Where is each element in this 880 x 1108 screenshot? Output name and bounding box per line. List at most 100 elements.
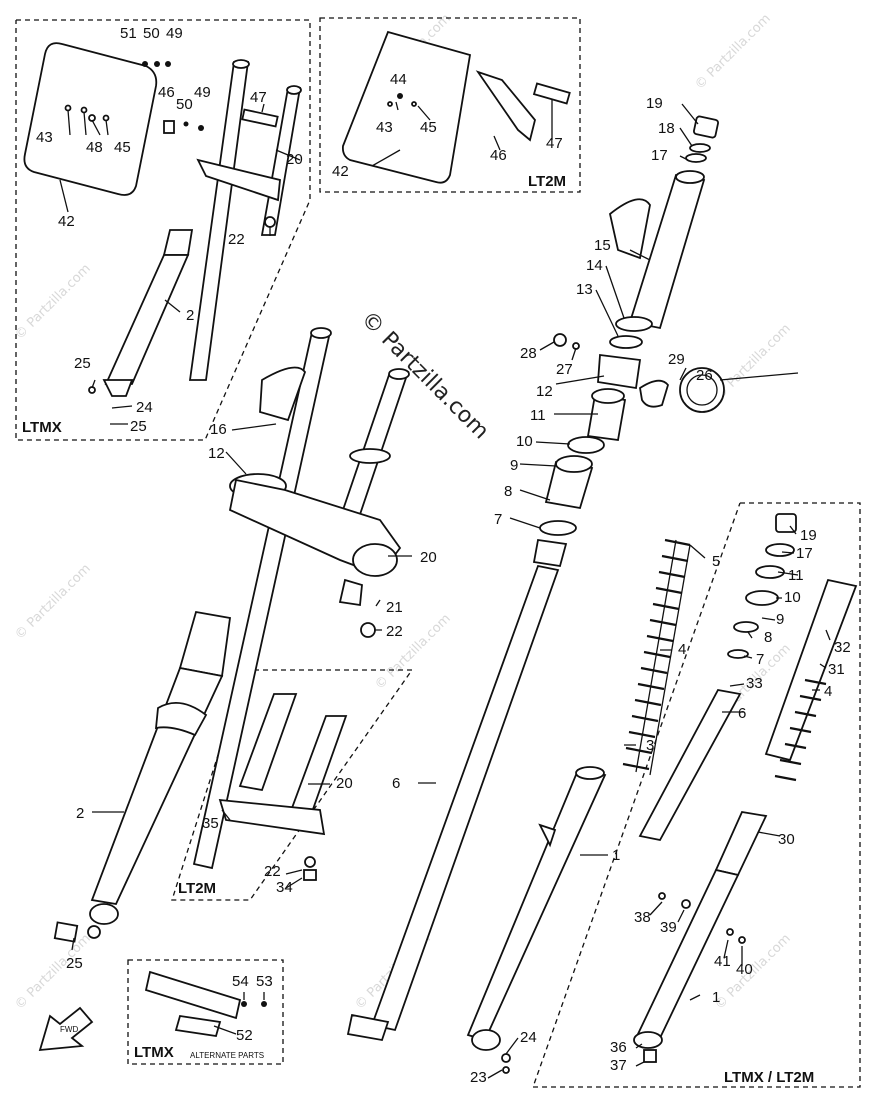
watermark-text: © Partzilla.com: [12, 931, 94, 1013]
callout-52: 52: [236, 1027, 253, 1044]
callout-43: 43: [36, 129, 53, 146]
callout-34: 34: [276, 879, 293, 896]
callout-1: 1: [612, 847, 620, 864]
box-ltmx-lt2m: LTMX / LT2M: [532, 502, 861, 1088]
callout-2: 2: [186, 307, 194, 324]
callout-19: 19: [646, 95, 663, 112]
callout-15: 15: [594, 237, 611, 254]
watermark-text: © Partzilla.com: [12, 261, 94, 343]
box-label-lt2m-mid: LT2M: [178, 880, 216, 897]
callout-4: 4: [678, 641, 686, 658]
fwd-arrow: FWD: [38, 1006, 94, 1052]
callout-25c: 25: [66, 955, 83, 972]
callout-5: 5: [712, 553, 720, 570]
callout-19b: 19: [800, 527, 817, 544]
box-label-lt2m-top: LT2M: [528, 173, 566, 190]
callout-31: 31: [828, 661, 845, 678]
callout-27: 27: [556, 361, 573, 378]
callout-45b: 45: [420, 119, 437, 136]
box-lt2m-top: LT2M: [319, 17, 581, 193]
callout-43b: 43: [376, 119, 393, 136]
callout-20: 20: [286, 151, 303, 168]
callout-13: 13: [576, 281, 593, 298]
callout-4b: 4: [824, 683, 832, 700]
callout-45: 45: [114, 139, 131, 156]
watermark-text: © Partzilla.com: [12, 561, 94, 643]
callout-9: 9: [510, 457, 518, 474]
callout-50: 50: [143, 25, 160, 42]
callout-44: 44: [390, 71, 407, 88]
callout-24b: 24: [520, 1029, 537, 1046]
box-ltmx-top: LTMX: [15, 19, 311, 441]
callout-25b: 25: [130, 418, 147, 435]
box-note-alternate: ALTERNATE PARTS: [190, 1051, 264, 1060]
callout-labels: 51 50 49 46 50 49 47 20 43 48 45 42 22 2…: [36, 25, 851, 1086]
callout-49b: 49: [194, 84, 211, 101]
watermark-text: © Partzilla.com: [692, 11, 774, 93]
callout-50b: 50: [176, 96, 193, 113]
callout-20c: 20: [336, 775, 353, 792]
callout-10b: 10: [784, 589, 801, 606]
callout-46: 46: [158, 84, 175, 101]
callout-11b: 11: [788, 567, 804, 584]
callout-3: 3: [646, 737, 654, 754]
box-label-ltmx-lt2m: LTMX / LT2M: [724, 1069, 814, 1086]
number-plate-42b: [341, 30, 472, 184]
callout-24: 24: [136, 399, 153, 416]
callout-35: 35: [202, 815, 219, 832]
callout-22: 22: [228, 231, 245, 248]
callout-37: 37: [610, 1057, 627, 1074]
callout-18: 18: [658, 120, 675, 137]
callout-17b: 17: [796, 545, 813, 562]
callout-6: 6: [392, 775, 400, 792]
watermark-text: © Partzilla.com: [372, 611, 454, 693]
callout-14: 14: [586, 257, 603, 274]
callout-28: 28: [520, 345, 537, 362]
leader-lines: [59, 100, 831, 1079]
callout-25: 25: [74, 355, 91, 372]
callout-36: 36: [610, 1039, 627, 1056]
box-ltmx-bottom: LTMX ALTERNATE PARTS: [127, 959, 284, 1065]
callout-38: 38: [634, 909, 651, 926]
callout-42b: 42: [332, 163, 349, 180]
callout-26: 26: [696, 367, 713, 384]
callout-53: 53: [256, 973, 273, 990]
callout-49: 49: [166, 25, 183, 42]
callout-2b: 2: [76, 805, 84, 822]
callout-9b: 9: [776, 611, 784, 628]
callout-46b: 46: [490, 147, 507, 164]
callout-22b: 22: [386, 623, 403, 640]
center-fork-parts: [346, 538, 691, 1074]
callout-23: 23: [470, 1069, 487, 1086]
callout-12b: 12: [208, 445, 225, 462]
watermark-text: © Partzilla.com: [712, 931, 794, 1013]
callout-12: 12: [536, 383, 553, 400]
callout-29: 29: [668, 351, 685, 368]
box-label-ltmx-top: LTMX: [22, 419, 62, 436]
callout-7b: 7: [756, 651, 764, 668]
callout-33: 33: [746, 675, 763, 692]
callout-41: 41: [714, 953, 731, 970]
callout-8: 8: [504, 483, 512, 500]
callout-21: 21: [386, 599, 403, 616]
callout-10: 10: [516, 433, 533, 450]
callout-17: 17: [651, 147, 668, 164]
callout-6b: 6: [738, 705, 746, 722]
callout-32: 32: [834, 639, 851, 656]
callout-20b: 20: [420, 549, 437, 566]
callout-47b: 47: [546, 135, 563, 152]
lt2m-mid-assembly: [218, 693, 348, 881]
box-lt2m-mid: LT2M: [171, 669, 414, 901]
box-label-ltmx-bottom: LTMX: [134, 1044, 174, 1061]
callout-51: 51: [120, 25, 137, 42]
ltmx-alternate-assembly: [144, 970, 267, 1038]
callout-47: 47: [250, 89, 267, 106]
callout-16: 16: [210, 421, 227, 438]
callout-42: 42: [58, 213, 75, 230]
left-fork-main: [53, 327, 410, 943]
fwd-label: FWD: [60, 1025, 78, 1034]
callout-8b: 8: [764, 629, 772, 646]
lt2m-top-assembly: [341, 30, 571, 184]
callout-39: 39: [660, 919, 677, 936]
